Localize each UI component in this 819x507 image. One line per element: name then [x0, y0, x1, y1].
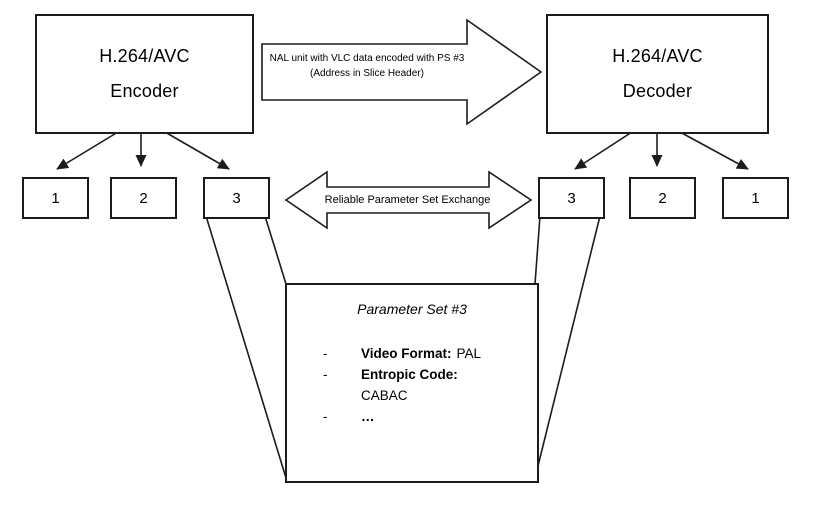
- decoder-set-2-label: 2: [658, 189, 667, 207]
- funnel-left-inner-line: [264, 215, 287, 285]
- nal-arrow-label: NAL unit with VLC data encoded with PS #…: [262, 51, 472, 81]
- decoder-set-box-3: 3: [538, 177, 605, 219]
- parameter-item-label: Entropic Code:: [361, 367, 458, 382]
- encoder-set-3-label: 3: [232, 189, 241, 207]
- nal-arrow-label-line2: (Address in Slice Header): [310, 68, 424, 79]
- encoder-set-box-3: 3: [203, 177, 270, 219]
- funnel-left-outer-line: [205, 215, 287, 479]
- decoder-set-3-label: 3: [567, 189, 576, 207]
- exchange-arrow-shape: [284, 170, 533, 230]
- parameter-item-entropic-code: - Entropic Code: CABAC: [323, 364, 537, 406]
- encoder-set-box-1: 1: [22, 177, 89, 219]
- exchange-arrow-label: Reliable Parameter Set Exchange: [324, 194, 491, 206]
- decoder-title-line2: Decoder: [622, 81, 693, 101]
- parameter-item-ellipsis: - …: [323, 406, 537, 427]
- encoder-to-set3-arrow: [164, 131, 230, 170]
- bullet-dash: -: [323, 409, 328, 424]
- parameter-item-label: …: [361, 409, 375, 424]
- decoder-set-1-label: 1: [751, 189, 760, 207]
- nal-arrow-label-line1: NAL unit with VLC data encoded with PS #…: [269, 53, 465, 64]
- decoder-to-set3-arrow: [574, 131, 633, 170]
- parameter-set-box: Parameter Set #3 - Video Format: PAL - En…: [285, 283, 539, 483]
- parameter-set-title: Parameter Set #3: [357, 301, 467, 317]
- funnel-right-inner-line: [534, 215, 541, 285]
- encoder-set-1-label: 1: [51, 189, 60, 207]
- encoder-set-box-2: 2: [110, 177, 177, 219]
- funnel-right-outer-line: [534, 215, 601, 479]
- parameter-item-value: PAL: [456, 346, 482, 361]
- decoder-title-line1: H.264/AVC: [612, 46, 703, 66]
- encoder-to-set1-arrow: [56, 131, 119, 170]
- parameter-item-text: Entropic Code: CABAC: [361, 364, 458, 406]
- encoder-title-line2: Encoder: [110, 81, 179, 101]
- parameter-item-value: CABAC: [361, 388, 408, 403]
- parameter-set-list: - Video Format: PAL - Entropic Code: CABA…: [287, 343, 537, 427]
- decoder-set-box-1: 1: [722, 177, 789, 219]
- parameter-item-label: Video Format:: [361, 346, 452, 361]
- parameter-item-video-format: - Video Format: PAL: [323, 343, 537, 364]
- encoder-title-line1: H.264/AVC: [99, 46, 190, 66]
- encoder-box: H.264/AVC Encoder: [35, 14, 254, 134]
- parameter-item-text: …: [361, 406, 375, 427]
- decoder-box: H.264/AVC Decoder: [546, 14, 769, 134]
- encoder-set-2-label: 2: [139, 189, 148, 207]
- parameter-item-text: Video Format: PAL: [361, 343, 481, 364]
- decoder-set-box-2: 2: [629, 177, 696, 219]
- decoder-to-set1-arrow: [679, 131, 749, 170]
- bullet-dash: -: [323, 346, 328, 361]
- bullet-dash: -: [323, 367, 328, 382]
- nal-arrow-shape: [261, 18, 543, 126]
